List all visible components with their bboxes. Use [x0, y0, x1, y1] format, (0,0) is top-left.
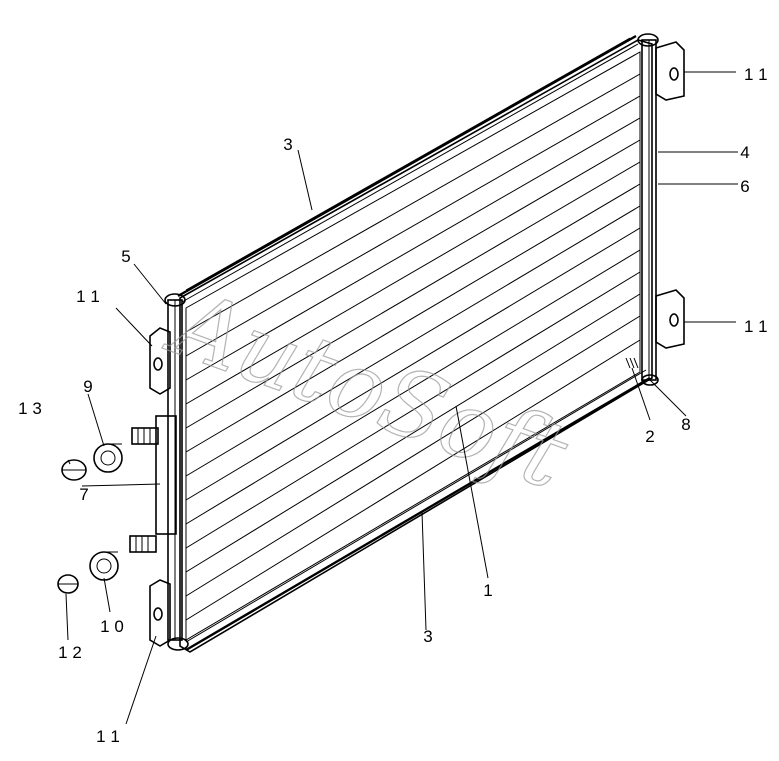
left-header-tank: [155, 293, 189, 651]
leader-lines: [65, 71, 738, 725]
callout-3-top: 3: [283, 135, 292, 154]
callout-4: 4: [740, 143, 749, 162]
cap-12: [57, 574, 79, 594]
callout-12: 1 2: [58, 643, 82, 662]
callout-7: 7: [79, 485, 88, 504]
lower-pipe-fitting: [129, 535, 157, 553]
bottom-rail: [185, 369, 651, 652]
nut-10: [89, 551, 119, 581]
upper-pipe-fitting: [131, 427, 159, 445]
callout-11-bottom-left: 1 1: [96, 727, 120, 746]
seal-2: [625, 357, 639, 369]
callout-2: 2: [645, 427, 654, 446]
callout-10: 1 0: [100, 617, 124, 636]
callout-9: 9: [83, 377, 92, 396]
callout-3-bottom: 3: [423, 627, 432, 646]
right-header-tank: [637, 33, 659, 386]
callout-8: 8: [681, 415, 690, 434]
callout-11-mid-right: 1 1: [744, 317, 768, 336]
callout-13: 1 3: [18, 399, 42, 418]
condenser-core: [179, 39, 653, 653]
bracket-mid-right: [655, 289, 685, 349]
top-rail: [177, 34, 639, 303]
callout-6: 6: [740, 177, 749, 196]
callout-11-top-right: 1 1: [744, 65, 768, 84]
core-fins: [185, 73, 641, 621]
bracket-top-left: [149, 327, 171, 395]
callout-11-top-left: 1 1: [76, 287, 100, 306]
callout-1: 1: [483, 581, 492, 600]
callout-5: 5: [121, 247, 130, 266]
bracket-bottom-left: [149, 579, 171, 647]
watermark-text: AutoSoft: [153, 268, 581, 511]
nut-9: [93, 443, 123, 473]
cap-13: [61, 459, 87, 481]
bracket-top-right: [655, 41, 685, 101]
